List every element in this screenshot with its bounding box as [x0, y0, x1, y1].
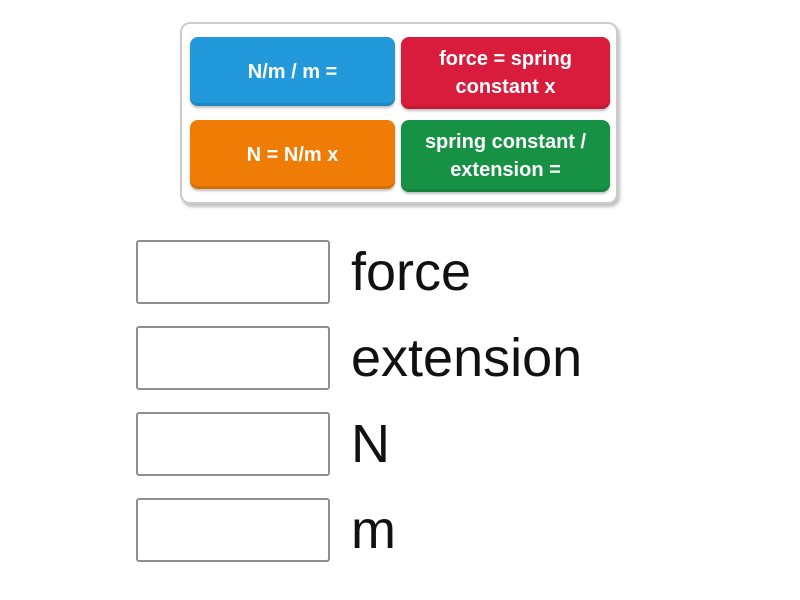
tile-n-equals-nm-x[interactable]: N = N/m x: [190, 120, 395, 189]
tile-force-equals-spring-constant-x[interactable]: force = spring constant x: [401, 37, 610, 109]
keyword-label-force: force: [351, 242, 472, 302]
answer-slot-m[interactable]: [136, 498, 330, 562]
keyword-label-extension: extension: [351, 328, 583, 388]
keyword-label-m: m: [351, 500, 396, 560]
answer-slot-n[interactable]: [136, 412, 330, 476]
tile-nm-per-m[interactable]: N/m / m =: [190, 37, 395, 106]
match-row-m: m: [136, 498, 582, 562]
keyword-label-n: N: [351, 414, 390, 474]
answer-slot-extension[interactable]: [136, 326, 330, 390]
match-row-extension: extension: [136, 326, 582, 390]
tile-grid: N/m / m = force = spring constant x N = …: [190, 37, 610, 192]
tile-panel: N/m / m = force = spring constant x N = …: [180, 22, 618, 204]
match-rows: force extension N m: [136, 240, 582, 584]
match-row-n: N: [136, 412, 582, 476]
tile-spring-constant-over-extension[interactable]: spring constant / extension =: [401, 120, 610, 192]
match-row-force: force: [136, 240, 582, 304]
answer-slot-force[interactable]: [136, 240, 330, 304]
